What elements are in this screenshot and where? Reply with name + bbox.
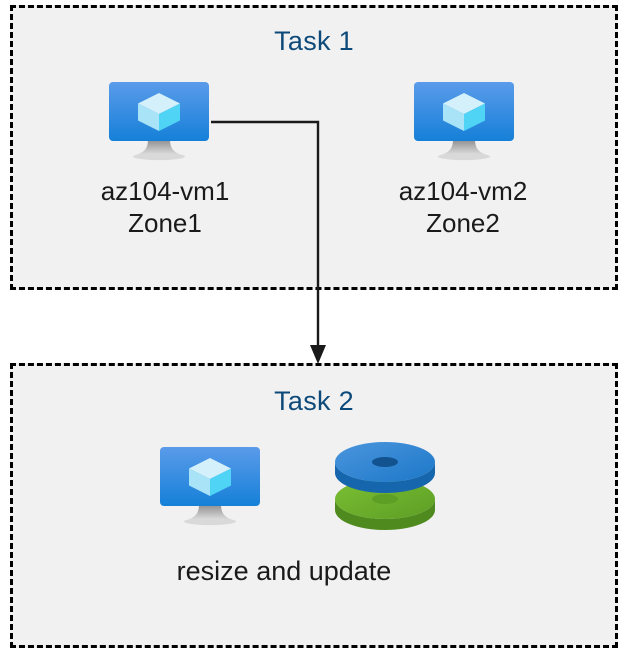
task-1-title: Task 1 (274, 26, 354, 56)
virtual-machine-icon (104, 79, 214, 164)
vm1-label-line2: Zone1 (128, 207, 202, 238)
virtual-machine-icon (409, 79, 519, 164)
vm2-label-line2: Zone2 (426, 207, 500, 238)
vm1-label-line1: az104-vm1 (100, 176, 230, 206)
virtual-machine-icon (155, 444, 265, 529)
vm2-label-line1: az104-vm2 (398, 176, 528, 206)
task-2-container (10, 363, 618, 648)
vm2-label: az104-vm2 Zone2 (343, 176, 583, 239)
vm1-label: az104-vm1 Zone1 (45, 176, 285, 239)
task-2-caption: resize and update (176, 556, 392, 586)
disks-icon (333, 442, 438, 530)
task-2-title: Task 2 (274, 386, 354, 416)
